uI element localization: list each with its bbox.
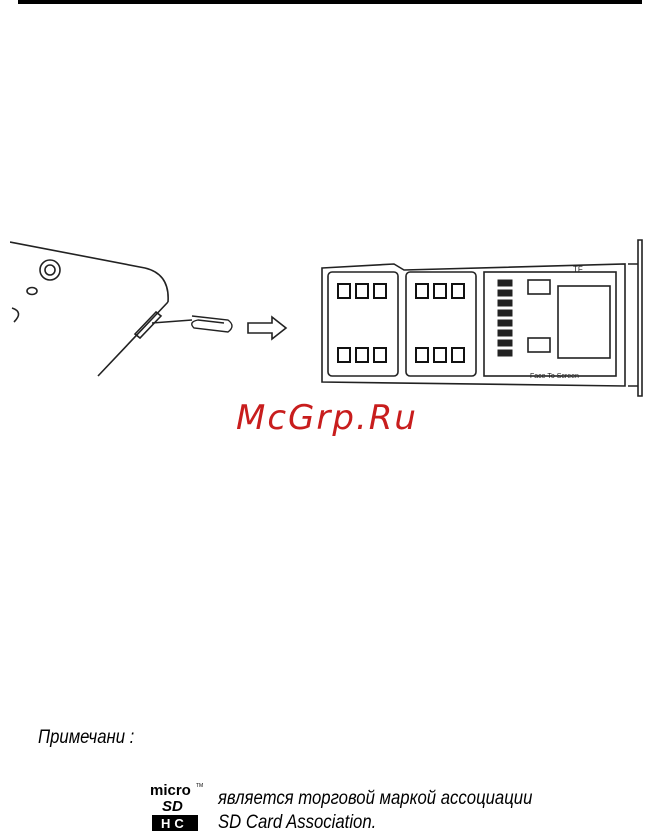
logo-micro-text: micro: [150, 782, 191, 799]
trademark-text: является торговой маркой ассоциации SD C…: [218, 787, 532, 835]
phone-corner-drawing: [10, 242, 168, 376]
ejector-pin-drawing: [152, 316, 232, 332]
sim-tray-drawing: [322, 240, 642, 396]
top-rule: [18, 0, 642, 4]
arrow-right-icon: [248, 317, 286, 339]
microsd-outline: [528, 280, 610, 358]
trademark-line-1: является торговой маркой ассоциации: [218, 787, 532, 811]
note-label: Примечани :: [38, 727, 134, 749]
logo-tm-text: TM: [196, 783, 203, 789]
sim-contacts: [338, 284, 464, 362]
tray-face-label: Face To Screen: [530, 373, 579, 380]
microsdhc-logo: micro TM SD HC: [150, 781, 210, 833]
logo-hc-text: HC: [161, 816, 188, 831]
logo-sd-text: SD: [162, 798, 183, 815]
tray-tf-label: TF: [573, 265, 583, 274]
trademark-line-2: SD Card Association.: [218, 811, 532, 835]
sim-tray-illustration: TF Face To Screen: [10, 228, 650, 398]
microsd-contacts: [498, 280, 512, 356]
watermark: McGrp.Ru: [236, 398, 418, 438]
